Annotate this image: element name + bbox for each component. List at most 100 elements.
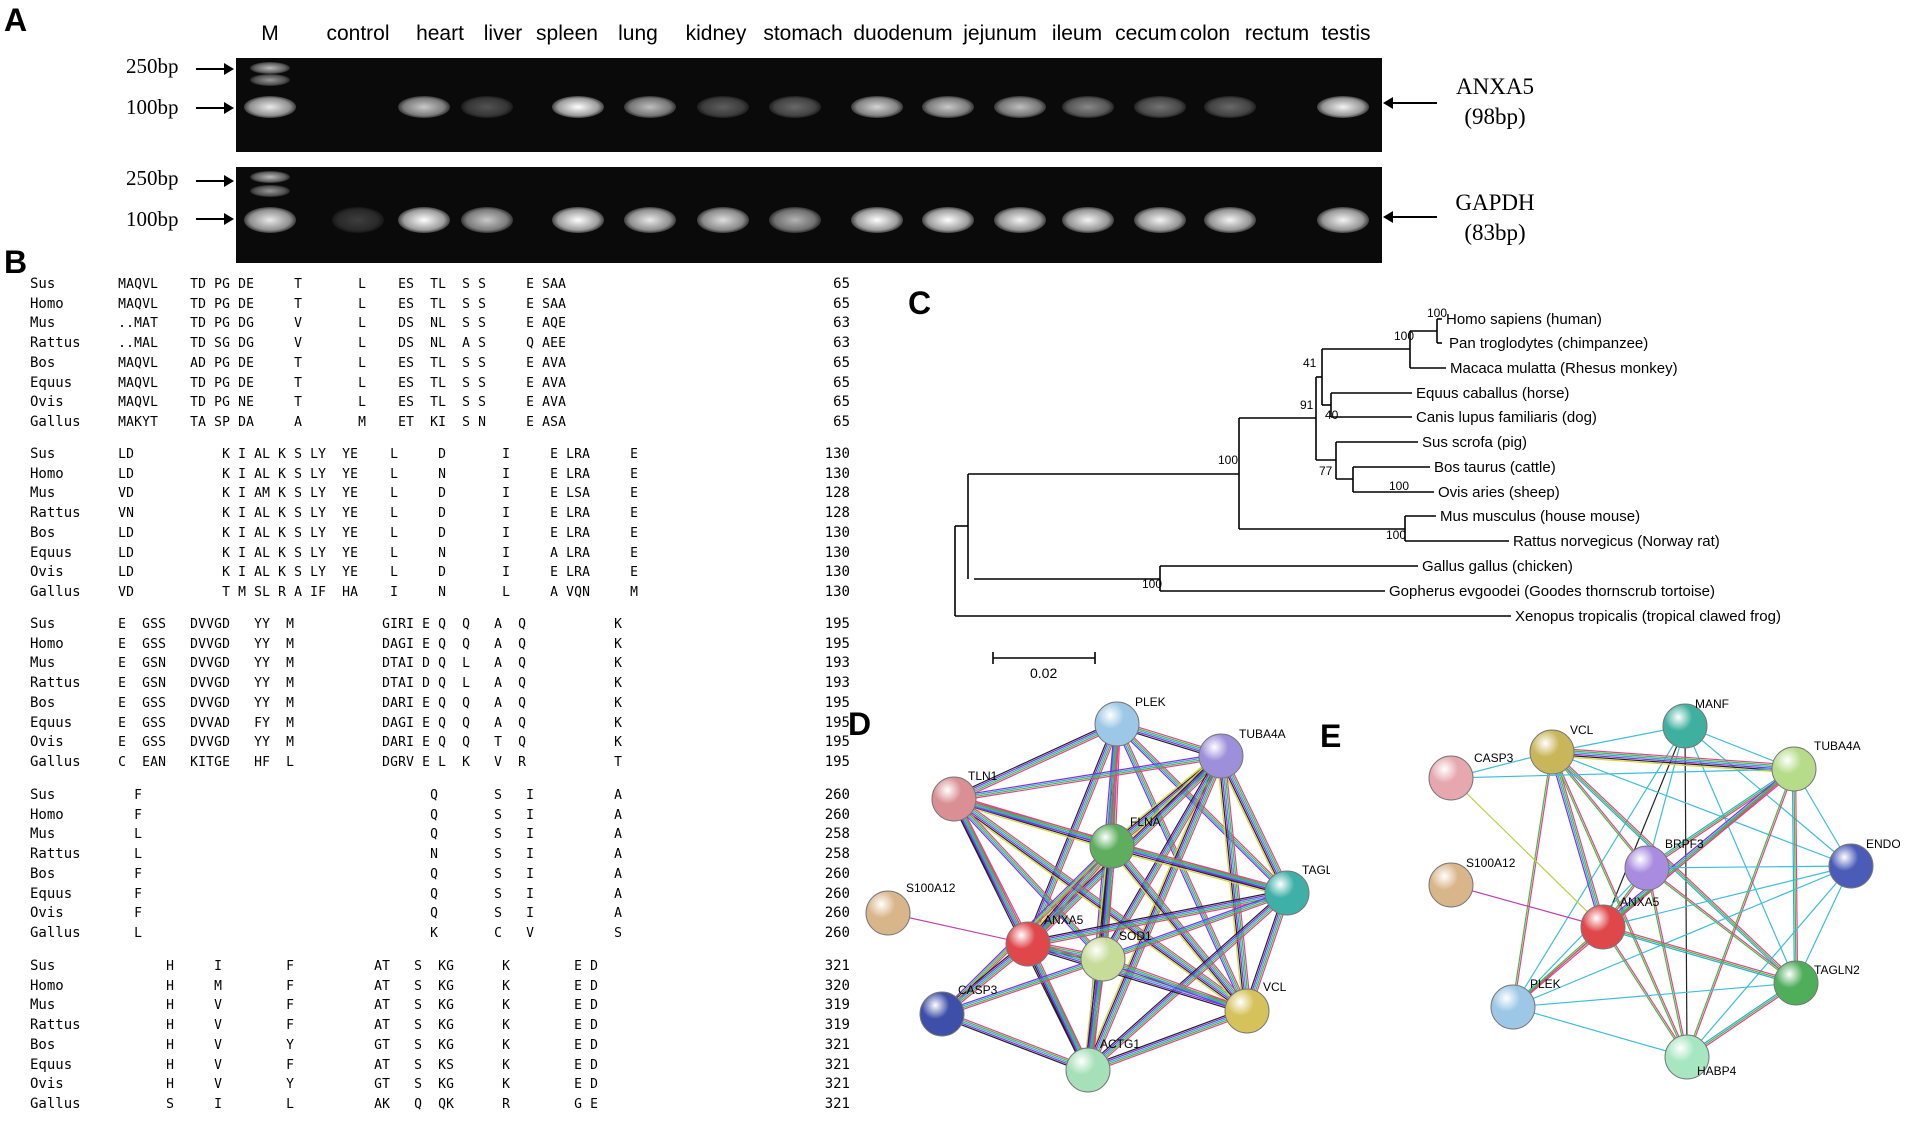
residue: E [606, 656, 614, 672]
residue: T [342, 925, 350, 941]
residue: L [278, 959, 286, 974]
residue: E [598, 695, 606, 711]
residue: I [494, 506, 502, 522]
marker-250bp-label-bottom: 250bp [126, 166, 179, 190]
residue: L [230, 525, 238, 541]
residue: E [126, 656, 134, 672]
residue: N [486, 316, 494, 332]
residue: K [614, 636, 622, 652]
residue: E [214, 506, 222, 522]
residue: K [342, 395, 350, 411]
residue: K [454, 584, 462, 600]
residue: V [446, 636, 454, 652]
residue: G [446, 1018, 454, 1034]
residue: V [174, 847, 182, 863]
residue: E [558, 336, 566, 352]
residue: K [598, 584, 606, 600]
residue: K [574, 355, 582, 371]
residue: F [134, 788, 142, 803]
residue: L [630, 395, 638, 411]
sequence-segment: VDDLKSELTGKFEKLIVAMMKPSRLYDAYELKHALKGAGT… [118, 484, 638, 503]
residue: E [606, 617, 614, 632]
residue: Q [518, 375, 526, 391]
residue: S [494, 847, 502, 863]
residue: E [326, 998, 334, 1014]
residue: M [118, 414, 126, 430]
residue: A [614, 788, 622, 803]
residue: K [486, 807, 494, 823]
gapdh-band-cecum [1062, 207, 1114, 233]
residue: D [190, 715, 198, 731]
residue: E [350, 486, 358, 502]
residue: A [254, 486, 262, 502]
sequence-segment: MAQVLRGTVADFPGFDERADAETLRKAMKGLGTDEESILT… [118, 354, 638, 373]
gapdh-arrow [1383, 211, 1437, 223]
residue: D [590, 676, 598, 692]
residue: L [318, 656, 326, 672]
residue: E [558, 506, 566, 522]
residue: Y [598, 788, 606, 803]
residue: V [222, 866, 230, 882]
residue: P [534, 866, 542, 882]
residue: A [510, 584, 518, 600]
residue: D [382, 676, 390, 692]
residue: F [334, 959, 342, 974]
residue: A [190, 355, 198, 371]
residue: N [486, 414, 494, 430]
residue: T [582, 636, 590, 652]
residue: S [166, 866, 174, 882]
residue: R [278, 656, 286, 672]
residue: I [430, 978, 438, 994]
residue: M [134, 316, 142, 332]
residue: S [150, 636, 158, 652]
residue: G [398, 847, 406, 863]
residue: L [134, 925, 142, 941]
residue: I [406, 656, 414, 672]
residue: L [558, 906, 566, 922]
residue: D [134, 466, 142, 482]
residue: G [190, 545, 198, 561]
residue: M [334, 375, 342, 391]
residue: R [278, 636, 286, 652]
residue: L [502, 676, 510, 692]
residue: I [350, 886, 358, 902]
residue: M [262, 827, 270, 843]
residue: T [462, 998, 470, 1014]
residue: L [550, 617, 558, 632]
sequence-segment: GAGTDDHTLIRVIVSRSEIDLFNIRKEFRKNFATSLYSMI… [118, 957, 598, 976]
residue: S [518, 525, 526, 541]
residue: F [366, 959, 374, 974]
residue-count: 258 [824, 826, 850, 843]
residue: G [406, 565, 414, 581]
residue: I [350, 788, 358, 803]
residue: V [118, 506, 126, 522]
residue: L [118, 466, 126, 482]
residue: L [470, 584, 478, 600]
lane-label-kidney: kidney [685, 22, 747, 45]
residue: F [254, 715, 262, 731]
residue: G [134, 998, 142, 1014]
residue: L [534, 1018, 542, 1034]
residue: H [190, 925, 198, 941]
residue: S [238, 754, 246, 770]
residue: E [446, 486, 454, 502]
residue: A [390, 715, 398, 731]
residue: R [302, 584, 310, 600]
residue: E [174, 617, 182, 632]
residue: L [358, 395, 366, 411]
residue: N [350, 754, 358, 770]
residue: A [126, 296, 134, 312]
residue: Q [270, 617, 278, 632]
residue: Q [310, 866, 318, 882]
residue: E [558, 486, 566, 502]
residue: A [414, 447, 422, 462]
residue: T [374, 316, 382, 332]
residue: V [462, 506, 470, 522]
residue: N [358, 998, 366, 1014]
residue: Y [254, 636, 262, 652]
residue: L [414, 925, 422, 941]
residue: A [126, 978, 134, 994]
residue: A [518, 1037, 526, 1053]
residue: T [390, 676, 398, 692]
anxa5-band-cecum [1062, 96, 1114, 118]
